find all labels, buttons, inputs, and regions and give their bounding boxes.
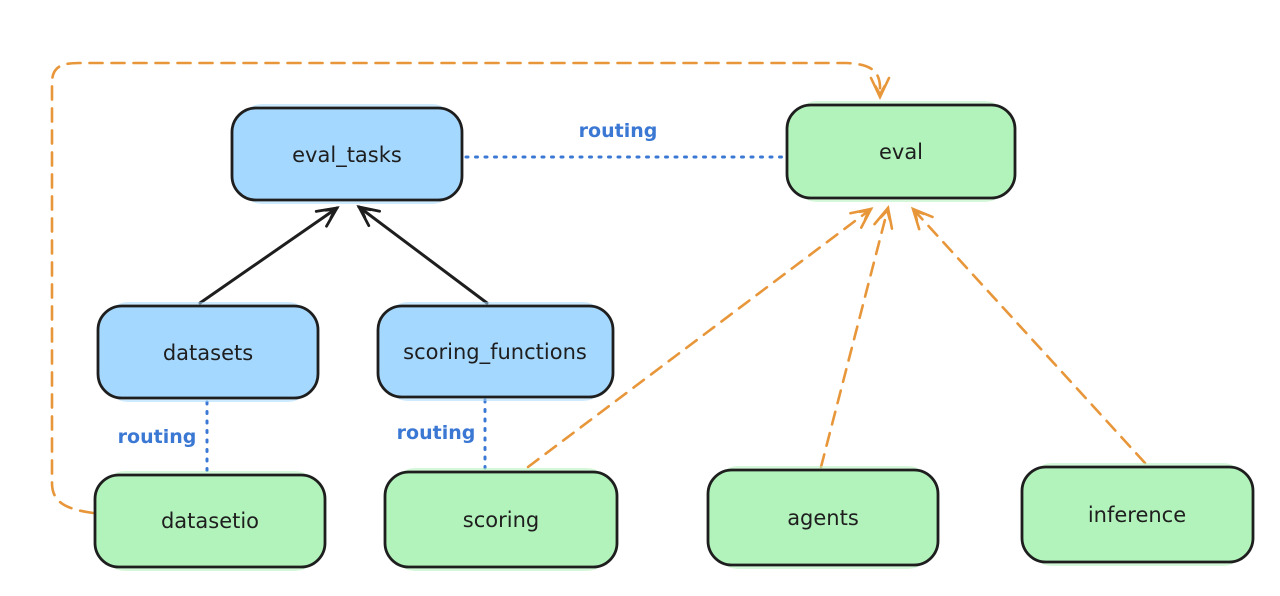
routing-label-datasets-datasetio: routing — [118, 426, 197, 448]
edge-scoring-to-eval — [526, 207, 874, 469]
node-datasets-label: datasets — [163, 341, 253, 365]
node-eval-label: eval — [879, 140, 923, 164]
node-eval-tasks: eval_tasks — [230, 104, 464, 204]
node-eval: eval — [785, 101, 1017, 202]
node-scoring: scoring — [383, 468, 619, 571]
node-inference: inference — [1020, 463, 1255, 566]
node-datasetio-label: datasetio — [161, 509, 259, 533]
node-agents-box — [706, 468, 940, 567]
edge-datasetio-to-eval — [50, 61, 891, 515]
edge-scoring-functions-to-eval-tasks — [356, 205, 489, 305]
routing-label-eval-tasks-eval: routing — [579, 120, 658, 142]
routing-label-scoring-functions-scoring: routing — [397, 422, 476, 444]
node-inference-box — [1020, 465, 1255, 564]
edge-agents-to-eval — [819, 205, 894, 469]
node-scoring-functions-box — [376, 304, 615, 399]
node-eval-tasks-box — [230, 106, 464, 202]
node-eval-tasks-label: eval_tasks — [292, 143, 402, 168]
node-scoring-functions: scoring_functions — [376, 302, 615, 401]
node-scoring-box — [383, 470, 619, 569]
node-scoring-label: scoring — [463, 508, 539, 532]
node-datasetio: datasetio — [93, 471, 327, 571]
node-inference-label: inference — [1088, 503, 1186, 527]
node-datasetio-box — [93, 473, 327, 569]
node-datasets: datasets — [96, 302, 320, 402]
node-eval-box — [785, 103, 1017, 200]
edge-inference-to-eval — [910, 206, 1147, 465]
node-datasets-box — [96, 304, 320, 400]
node-agents: agents — [706, 466, 940, 569]
node-scoring-functions-label: scoring_functions — [403, 340, 587, 365]
edge-datasets-to-eval-tasks — [198, 206, 340, 305]
node-agents-label: agents — [787, 506, 859, 530]
